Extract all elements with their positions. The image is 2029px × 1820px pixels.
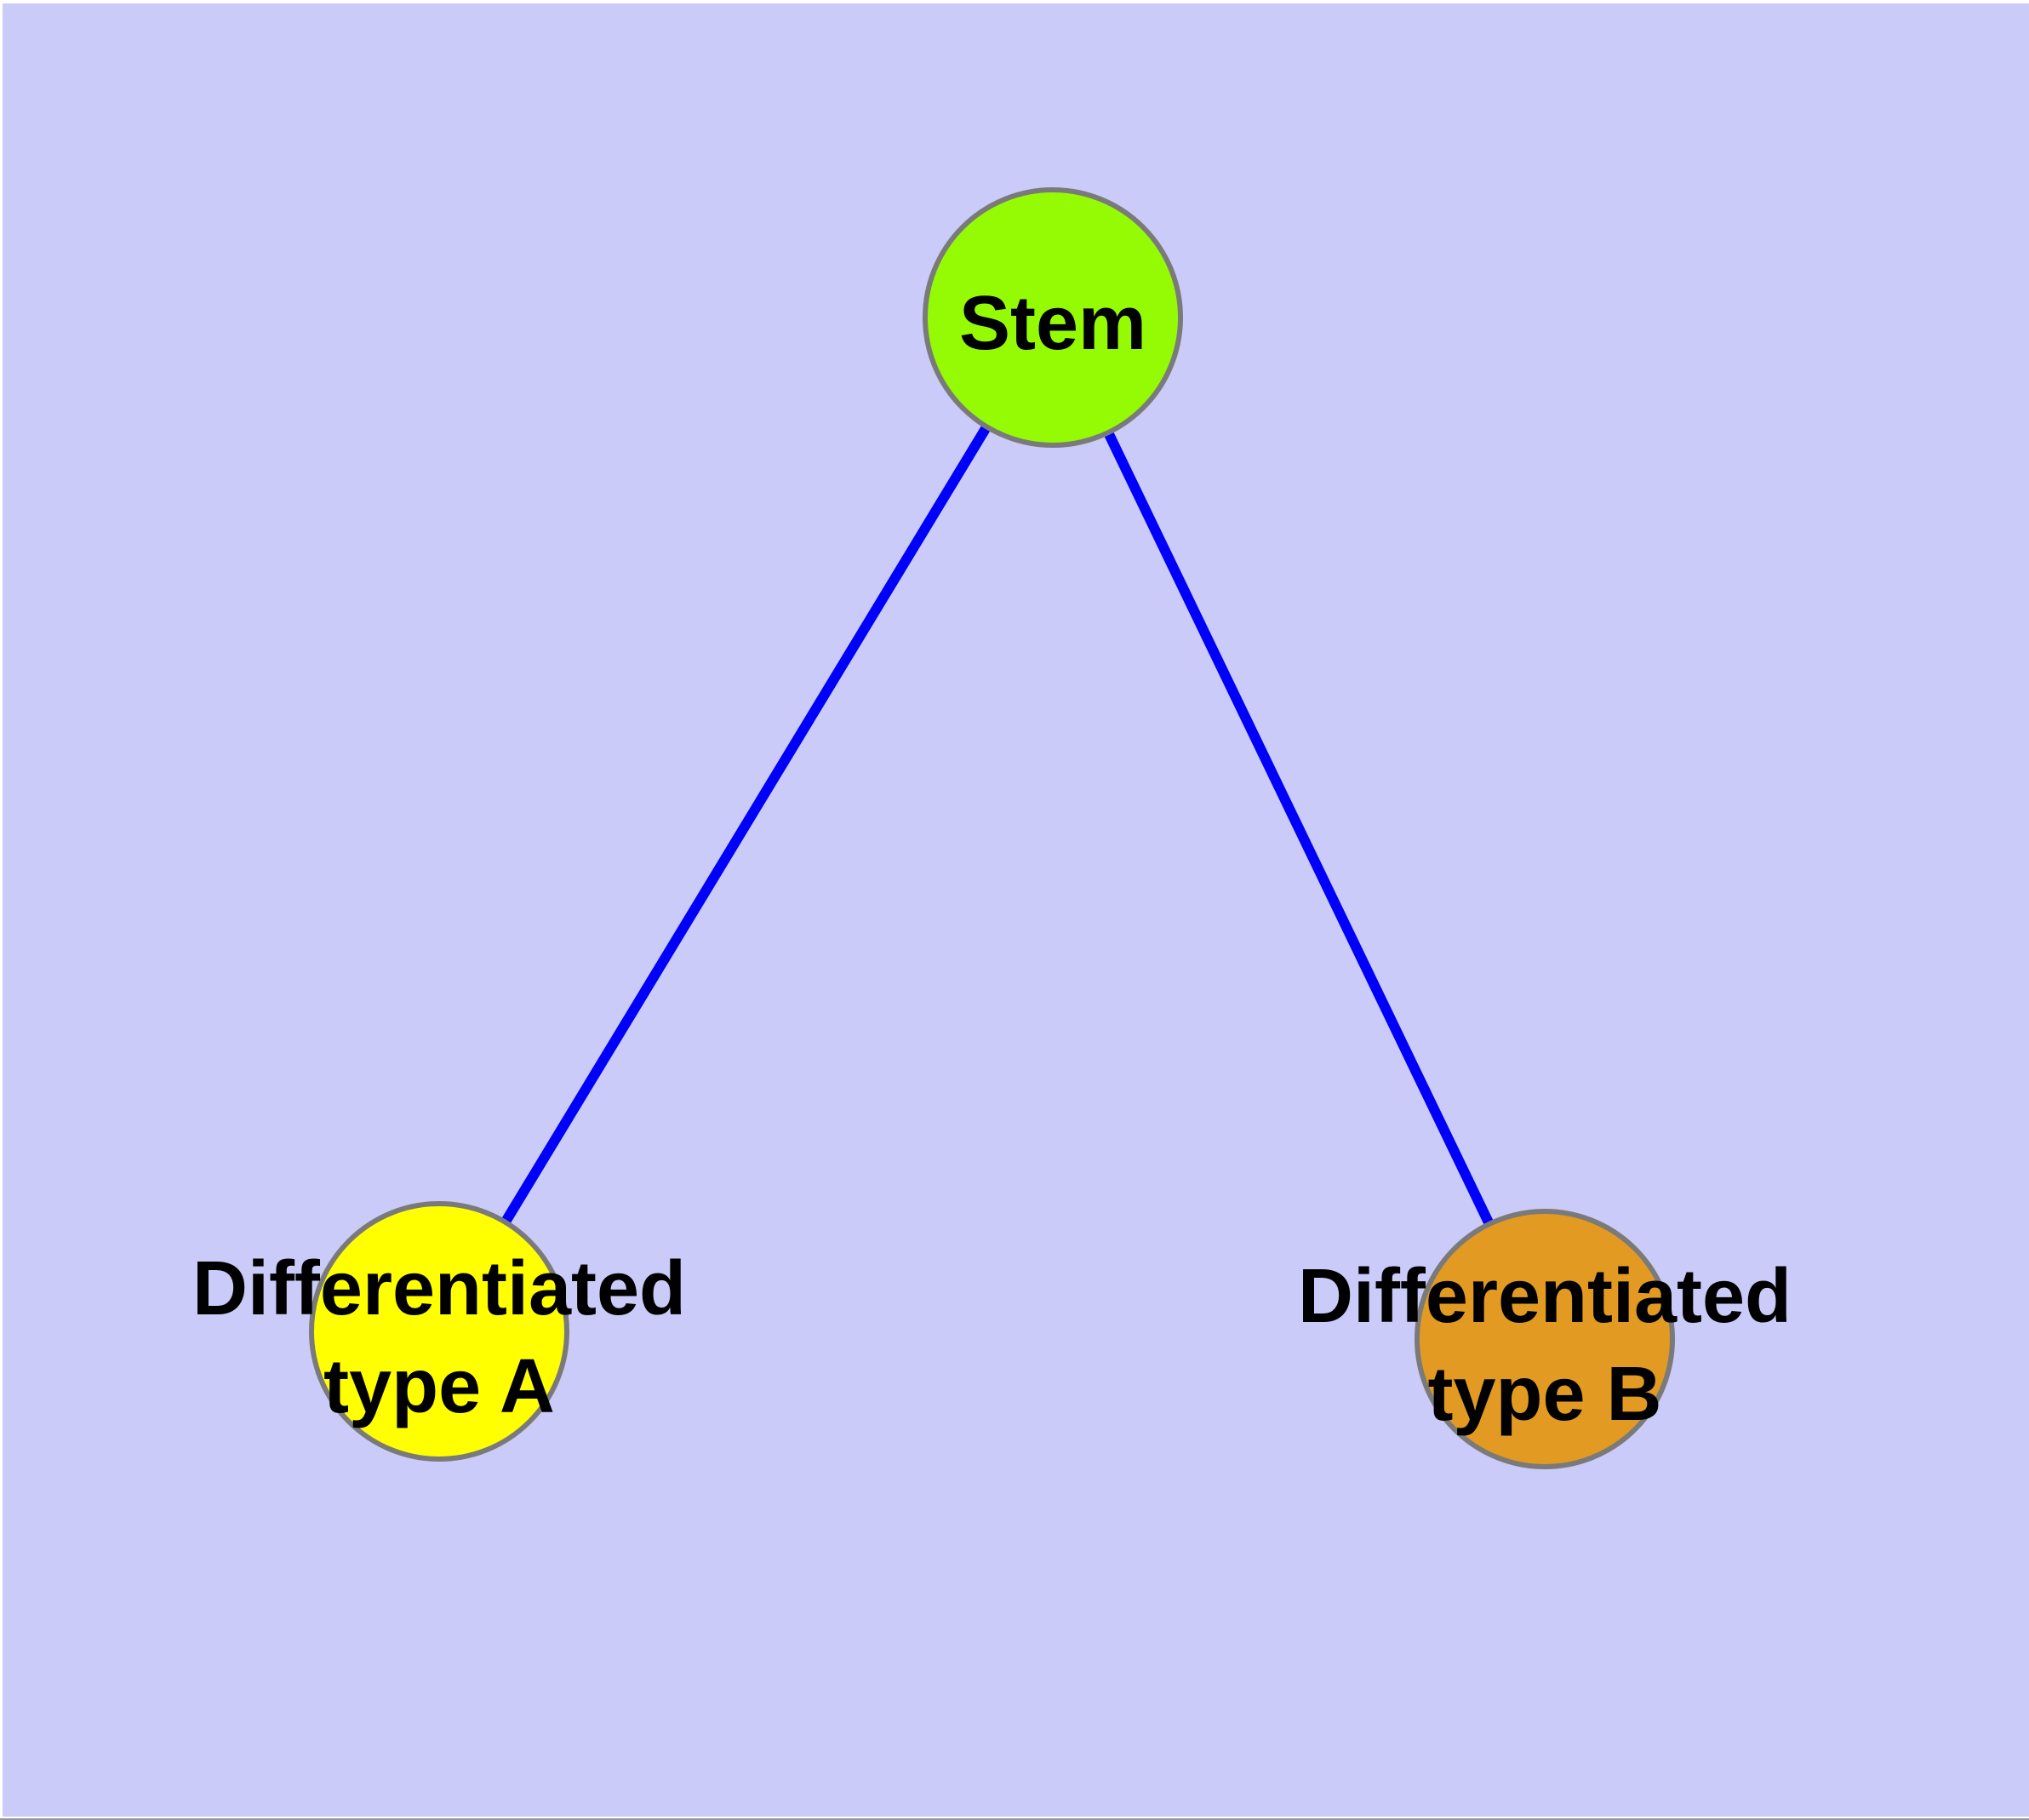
edge-stem-to-type-a xyxy=(434,314,1058,1335)
node-type-b-label-line1: Differentiated xyxy=(1298,1254,1792,1339)
node-type-a-label-line1: Differentiated xyxy=(192,1246,686,1331)
node-type-b xyxy=(1415,1209,1675,1469)
bottom-edge-line xyxy=(0,1818,2029,1820)
node-type-a xyxy=(309,1201,569,1462)
node-stem xyxy=(923,187,1183,448)
edge-stem-to-type-b xyxy=(1048,315,1550,1342)
node-stem-label: Stem xyxy=(959,281,1146,366)
node-type-b-label-line2: type B xyxy=(1427,1352,1661,1437)
node-type-a-label-line2: type A xyxy=(323,1344,555,1429)
